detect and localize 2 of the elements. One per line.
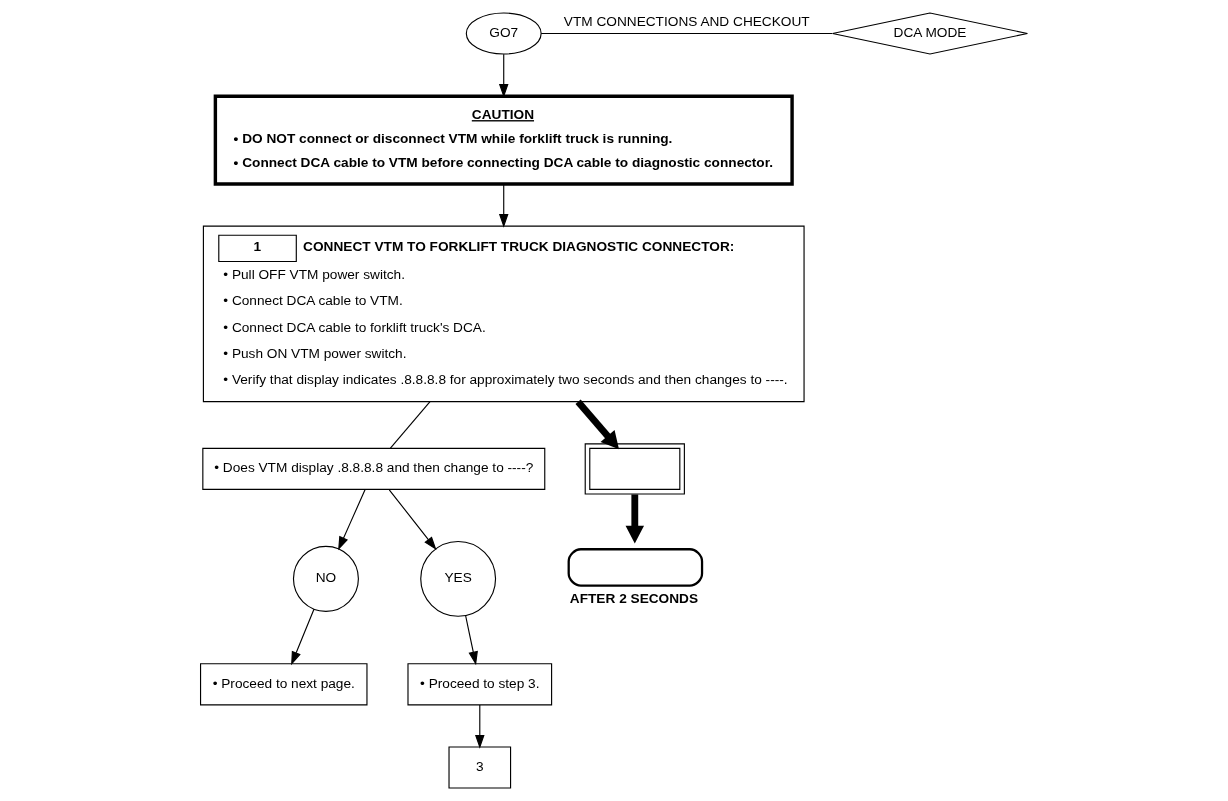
edge-label: VTM CONNECTIONS AND CHECKOUT xyxy=(563,14,810,30)
node-label: AFTER 2 SECONDS xyxy=(569,591,699,607)
